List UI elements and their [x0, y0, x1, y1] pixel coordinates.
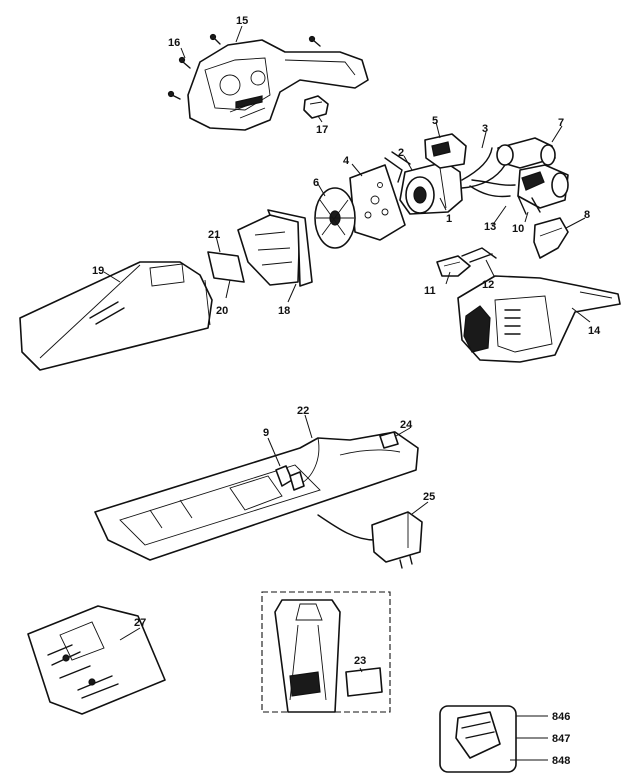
callout-847: 847 [552, 733, 570, 745]
callout-846: 846 [552, 711, 570, 723]
callout-10: 10 [512, 223, 524, 235]
leader-lines [103, 25, 591, 761]
callout-7: 7 [558, 117, 564, 129]
callout-14: 14 [588, 325, 601, 337]
part-11-charging-contacts [436, 255, 471, 277]
callout-15: 15 [236, 15, 248, 27]
part-5-switch [424, 133, 467, 169]
callout-22: 22 [297, 405, 309, 417]
callout-25: 25 [423, 491, 435, 503]
part-12-contacts [461, 247, 497, 263]
part-18-filter-bag [237, 214, 301, 286]
callout-21: 21 [208, 229, 220, 241]
callout-8: 8 [584, 209, 590, 221]
callout-20: 20 [216, 305, 228, 317]
callout-848: 848 [552, 755, 570, 767]
part-4-motor-plate [349, 164, 406, 241]
callout-24: 24 [400, 419, 413, 431]
part-8-terminal-clip [533, 217, 569, 259]
inset-detail-box [261, 591, 391, 713]
callout-13: 13 [484, 221, 496, 233]
part-25-charger [317, 511, 423, 569]
callout-19: 19 [92, 265, 104, 277]
part-15-upper-housing [187, 39, 369, 131]
parts-846-848-box [439, 705, 517, 773]
callout-9: 9 [263, 427, 269, 439]
part-3-wire-lead [461, 147, 506, 189]
part-9-base-clip [275, 465, 305, 491]
part-16-screws [167, 33, 321, 100]
callout-16: 16 [168, 37, 180, 49]
callout-2: 2 [398, 147, 404, 159]
callout-3: 3 [482, 123, 488, 135]
callout-labels: 16 15 17 5 2 3 7 4 1 6 13 10 8 11 12 14 … [92, 15, 601, 767]
callout-11: 11 [424, 285, 436, 297]
part-19-dust-bowl [19, 261, 213, 371]
callout-18: 18 [278, 305, 290, 317]
part-10-battery-terminals [517, 195, 541, 215]
part-1-motor [399, 161, 463, 215]
callout-23: 23 [354, 655, 366, 667]
part-7-battery-pack [496, 137, 569, 209]
part-21-filter-plate [207, 251, 245, 283]
callout-6: 6 [313, 177, 319, 189]
part-22-charging-base [94, 431, 419, 561]
callout-5: 5 [432, 115, 438, 127]
part-filter-frame [267, 209, 313, 287]
callout-12: 12 [482, 279, 494, 291]
callout-1: 1 [446, 213, 452, 225]
callout-27: 27 [134, 617, 146, 629]
part-24-base-contact [379, 431, 399, 449]
part-14-lower-housing [457, 275, 621, 363]
callout-17: 17 [316, 124, 328, 136]
part-13-wire-leads [469, 179, 516, 198]
part-17-switch-button [303, 95, 329, 119]
callout-4: 4 [343, 155, 350, 167]
part-6-fan [314, 187, 356, 249]
